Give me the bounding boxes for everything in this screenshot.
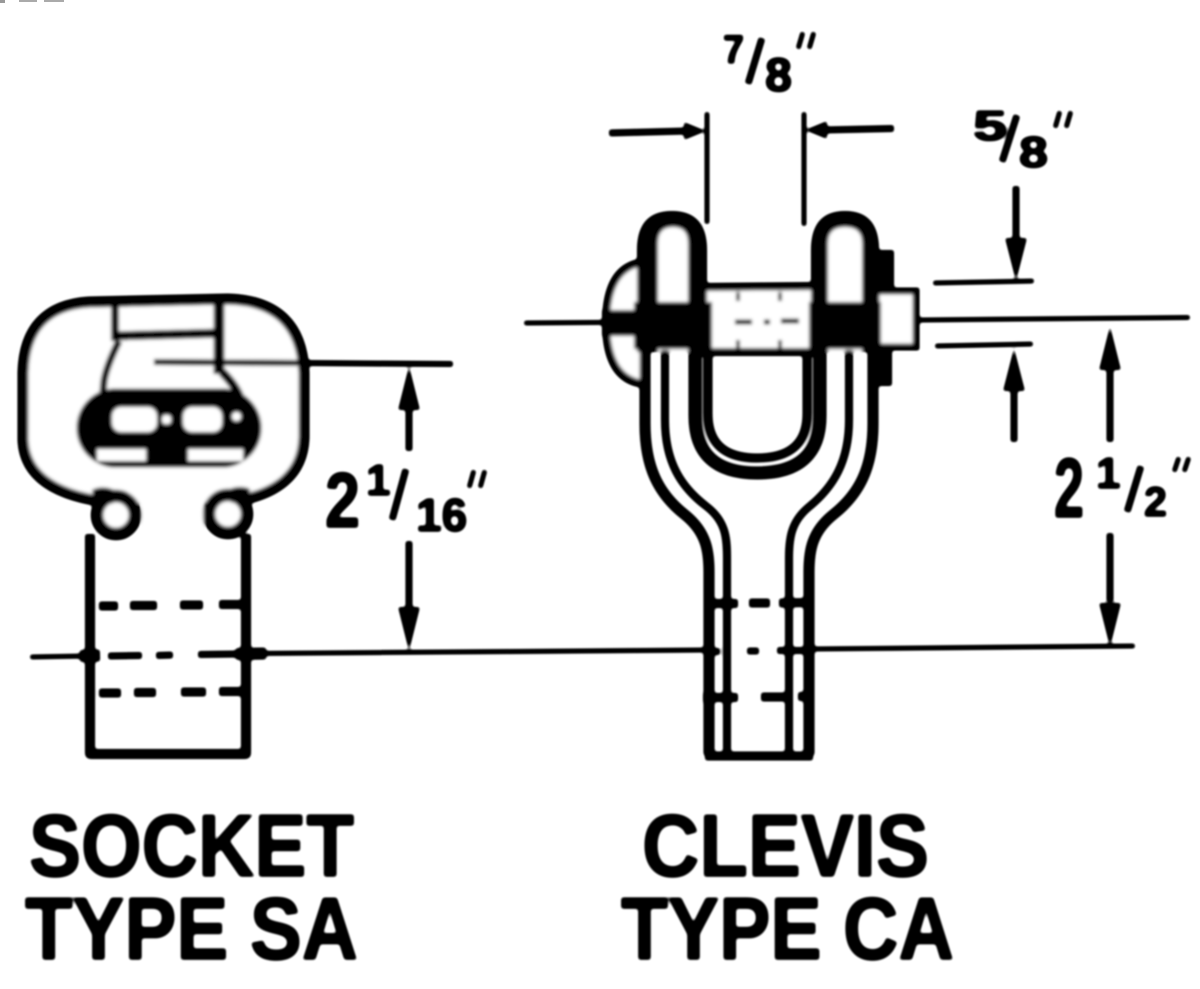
svg-text:SOCKET: SOCKET — [29, 796, 354, 895]
svg-text:TYPE SA: TYPE SA — [25, 879, 358, 978]
svg-text:1: 1 — [366, 456, 390, 505]
svg-text:16: 16 — [416, 489, 467, 541]
svg-text:8: 8 — [765, 48, 792, 101]
svg-text:TYPE CA: TYPE CA — [621, 879, 954, 978]
svg-text:2: 2 — [1054, 441, 1084, 535]
svg-text:2: 2 — [1144, 478, 1167, 525]
svg-text:8: 8 — [1019, 128, 1048, 177]
svg-text:7: 7 — [723, 28, 744, 72]
svg-text:1: 1 — [1096, 449, 1120, 498]
svg-text:2: 2 — [325, 456, 360, 544]
svg-text:5: 5 — [973, 102, 1007, 149]
svg-text:CLEVIS: CLEVIS — [642, 796, 929, 895]
